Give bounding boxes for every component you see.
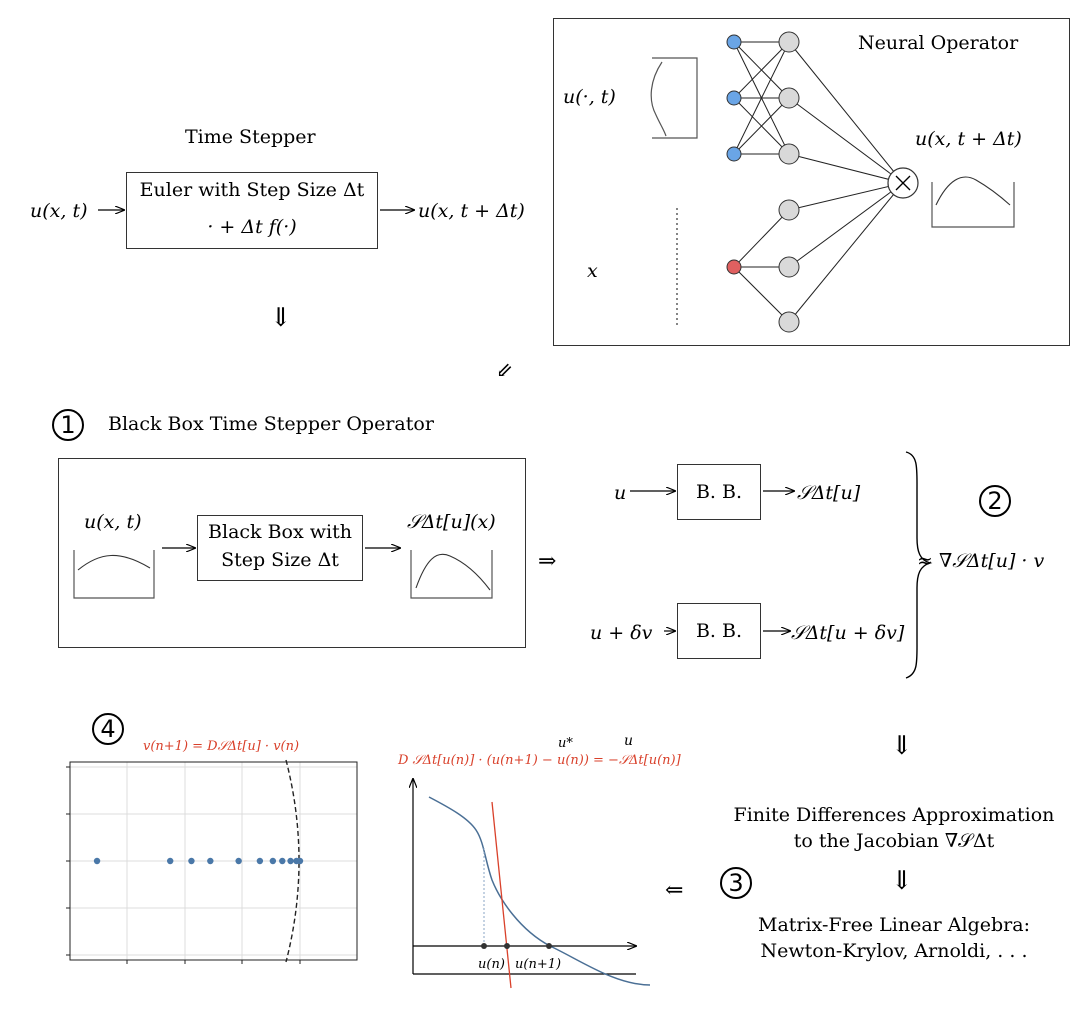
- bb-output-bracket: [410, 550, 493, 599]
- eigenvalue-point-7: [269, 857, 277, 865]
- eigenvalue-point-5: [235, 857, 242, 865]
- eigenvalue-point-9: [287, 857, 294, 865]
- hidden-node-5: [778, 256, 800, 278]
- bb-bottom-box: [677, 603, 761, 659]
- section-3-line3: Matrix-Free Linear Algebra:: [758, 914, 1030, 936]
- section-3-line4: Newton-Krylov, Arnoldi, . . .: [760, 940, 1028, 962]
- bb-bottom-label: B. B.: [695, 620, 743, 642]
- unit-circle-arc: [285, 759, 300, 963]
- input-node-x: [726, 259, 742, 275]
- bb-input-bracket: [73, 550, 155, 599]
- section-3-line2: to the Jacobian ∇𝒮Δt: [793, 830, 995, 852]
- black-box-line2: Step Size Δt: [221, 549, 339, 571]
- section-3-badge: 3: [720, 867, 752, 899]
- black-box-panel: [58, 458, 526, 648]
- u-star-point: [546, 943, 552, 949]
- u-axis-label: u: [624, 733, 634, 749]
- diagonal-arrow: ⇙: [496, 358, 513, 382]
- eigenvalue-point-4: [207, 857, 214, 865]
- black-box-rect: [197, 515, 363, 581]
- bb-top-box: [677, 464, 761, 520]
- bb-top-label: B. B.: [695, 481, 743, 503]
- no-input-curve: [650, 61, 667, 137]
- neural-operator-panel: [553, 18, 1070, 346]
- section-3-line1: Finite Differences Approximation: [733, 804, 1055, 826]
- bb-input-curve: [77, 554, 151, 571]
- neural-operator-title: Neural Operator: [858, 32, 1019, 54]
- black-box-output: 𝒮Δt[u](x): [407, 511, 496, 533]
- down-arrow-2: ⇓: [891, 731, 913, 761]
- u-n1-label: u(n+1): [515, 957, 562, 972]
- black-box-input: u(x, t): [84, 511, 142, 533]
- section-1-title: Black Box Time Stepper Operator: [108, 413, 434, 435]
- s2-brace: [905, 451, 933, 679]
- section-1-badge: 1: [52, 409, 84, 441]
- euler-box-line1: Euler with Step Size Δt: [139, 179, 365, 201]
- eigenvalue-point-1: [93, 857, 101, 865]
- u-n-label: u(n): [478, 957, 505, 972]
- bb-bottom-input: u + δv: [590, 622, 653, 644]
- power-iteration-label: v(n+1) = D𝒮Δt[u] · v(n): [143, 739, 300, 754]
- time-stepper-output: u(x, t + Δt): [418, 200, 525, 222]
- hidden-node-3: [778, 143, 800, 165]
- u-n-point: [481, 943, 487, 949]
- eigenvalue-point-6: [256, 857, 264, 865]
- eigenvalue-point-11: [296, 857, 304, 865]
- no-output-bracket: [931, 182, 1015, 228]
- down-arrow-1: ⇓: [270, 303, 292, 333]
- hidden-node-4: [778, 199, 800, 221]
- section-4-badge: 4: [92, 713, 124, 745]
- no-input-bracket: [652, 57, 698, 139]
- bb-output-curve: [415, 553, 491, 591]
- left-arrow: ⇐: [665, 878, 684, 903]
- input-node-3: [726, 146, 742, 162]
- newton-tangent-line: [491, 801, 512, 989]
- bb-top-input: u: [614, 482, 627, 504]
- input-node-2: [726, 90, 742, 106]
- eigenvalue-point-8: [279, 857, 286, 865]
- eigenvalue-points: [93, 857, 304, 865]
- eigen-plot: [70, 762, 357, 960]
- input-node-1: [726, 34, 742, 50]
- hidden-node-6: [778, 311, 800, 333]
- neural-operator-output: u(x, t + Δt): [915, 128, 1022, 150]
- neural-operator-input-fn: u(·, t): [563, 86, 616, 108]
- u-n1-point: [504, 943, 510, 949]
- no-output-curve: [935, 176, 1011, 206]
- jacobian-approx: ≈ ∇𝒮Δt[u] · v: [917, 550, 1045, 572]
- down-arrow-3: ⇓: [891, 866, 913, 896]
- neural-operator-input-x: x: [587, 260, 598, 282]
- eigenvalue-point-2: [167, 857, 174, 865]
- eigenvalue-point-3: [188, 857, 195, 865]
- section-2-badge: 2: [979, 485, 1011, 517]
- time-stepper-input: u(x, t): [30, 200, 88, 222]
- euler-box-line2: · + Δt f(·): [207, 216, 297, 238]
- time-stepper-title: Time Stepper: [185, 126, 316, 148]
- hidden-node-2: [778, 87, 800, 109]
- network-edges: [733, 41, 904, 323]
- bb-bottom-output: 𝒮Δt[u + δv]: [791, 622, 905, 644]
- newton-label: D 𝒮Δt[u(n)] · (u(n+1) − u(n)) = −𝒮Δt[u(n…: [398, 753, 681, 768]
- implies-arrow: ⇒: [538, 549, 557, 574]
- bb-top-output: 𝒮Δt[u]: [797, 482, 861, 504]
- u-star-label: u*: [558, 736, 573, 751]
- newton-function-curve: [428, 796, 651, 986]
- black-box-line1: Black Box with: [208, 521, 352, 543]
- euler-box: [126, 172, 378, 249]
- hidden-node-1: [778, 31, 800, 53]
